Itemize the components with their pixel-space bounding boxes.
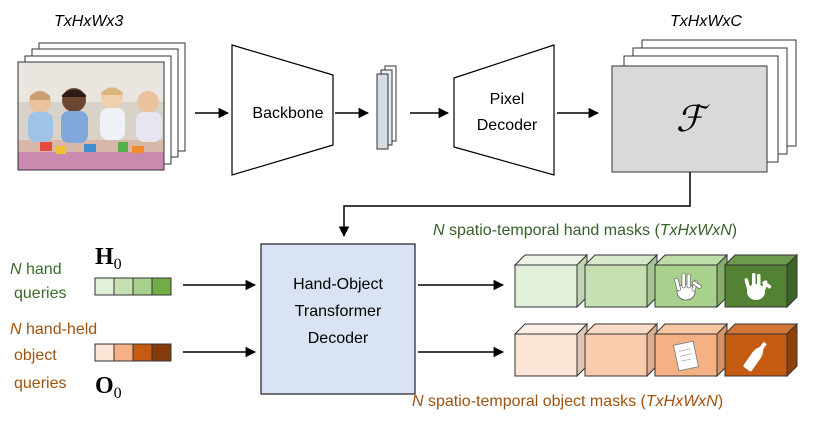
- hand-query-cell: [132, 277, 153, 296]
- pixel-decoder-label-line1: Pixel: [490, 91, 525, 108]
- hand-icon: [744, 273, 772, 300]
- backbone-block: [231, 44, 334, 176]
- object-query-cells: [94, 343, 172, 362]
- object-queries-label-line2: object: [14, 347, 57, 364]
- pixel-decoder-block: [453, 44, 555, 176]
- hand-queries-label-line2: queries: [14, 285, 66, 302]
- hand-queries-n: N: [10, 261, 22, 278]
- hand-icon: [674, 272, 702, 301]
- hand-masks-caption-mid: spatio-temporal hand masks (: [445, 222, 661, 239]
- object-mask-cube: [513, 322, 589, 378]
- hand-mask-cube: [513, 253, 589, 309]
- hand-masks-caption-n: N: [433, 222, 445, 239]
- hand-queries-label-rest: hand: [22, 261, 62, 278]
- arrow-feature-map-transformer: [338, 172, 691, 238]
- hand-query-cell: [94, 277, 115, 296]
- transformer-label-line3: Decoder: [308, 330, 369, 347]
- object-query-cell: [151, 343, 172, 362]
- feature-map-dims-label: TxHxWxC: [670, 13, 742, 30]
- object-queries-symbol-sub: 0: [114, 385, 122, 402]
- object-queries-label-line1: N hand-held: [10, 321, 97, 338]
- book-icon: [673, 340, 699, 372]
- hand-masks-caption: N spatio-temporal hand masks (TxHxWxN): [433, 222, 737, 239]
- object-queries-symbol: O0: [95, 373, 122, 402]
- multiscale-feature-stack: [376, 65, 397, 150]
- hand-queries-symbol-main: H: [95, 244, 114, 270]
- hand-queries-symbol-sub: 0: [114, 256, 122, 273]
- object-queries-symbol-main: O: [95, 373, 114, 399]
- feature-map-stack: [611, 39, 797, 173]
- object-mask-cubes: [513, 322, 799, 378]
- object-query-cell: [94, 343, 115, 362]
- transformer-label-line2: Transformer: [295, 303, 382, 320]
- pixel-decoder-label-line2: Decoder: [477, 117, 538, 134]
- input-video-frames: [17, 42, 186, 171]
- object-queries-label-line3: queries: [14, 375, 66, 392]
- transformer-label-line1: Hand-Object: [293, 276, 383, 293]
- hand-query-cell: [113, 277, 134, 296]
- bottle-icon: [743, 341, 767, 372]
- object-masks-caption-n: N: [412, 393, 424, 410]
- transformer-decoder-block: [260, 243, 416, 395]
- object-mask-cube: [723, 322, 799, 378]
- hand-mask-cube: [723, 253, 799, 309]
- object-query-cell: [113, 343, 134, 362]
- object-masks-caption-dims: TxHxWxN: [646, 393, 718, 410]
- hand-masks-caption-dims: TxHxWxN: [660, 222, 732, 239]
- hand-query-cell: [151, 277, 172, 296]
- hand-query-cells: [94, 277, 172, 296]
- object-masks-caption-mid: spatio-temporal object masks (: [424, 393, 647, 410]
- hand-mask-cube: [583, 253, 659, 309]
- input-photo: [18, 62, 164, 170]
- backbone-label: Backbone: [252, 105, 323, 122]
- object-mask-cube: [583, 322, 659, 378]
- object-masks-caption: N spatio-temporal object masks (TxHxWxN): [412, 393, 723, 410]
- object-queries-label-rest: hand-held: [22, 321, 98, 338]
- object-masks-caption-end: ): [718, 393, 723, 410]
- input-dims-label: TxHxWx3: [54, 13, 123, 30]
- hand-mask-cube: [653, 253, 729, 309]
- object-queries-n: N: [10, 321, 22, 338]
- hand-queries-symbol: H0: [95, 244, 122, 273]
- hand-masks-caption-end: ): [732, 222, 737, 239]
- object-query-cell: [132, 343, 153, 362]
- hand-queries-label-line1: N hand: [10, 261, 62, 278]
- object-mask-cube: [653, 322, 729, 378]
- hand-mask-cubes: [513, 253, 799, 309]
